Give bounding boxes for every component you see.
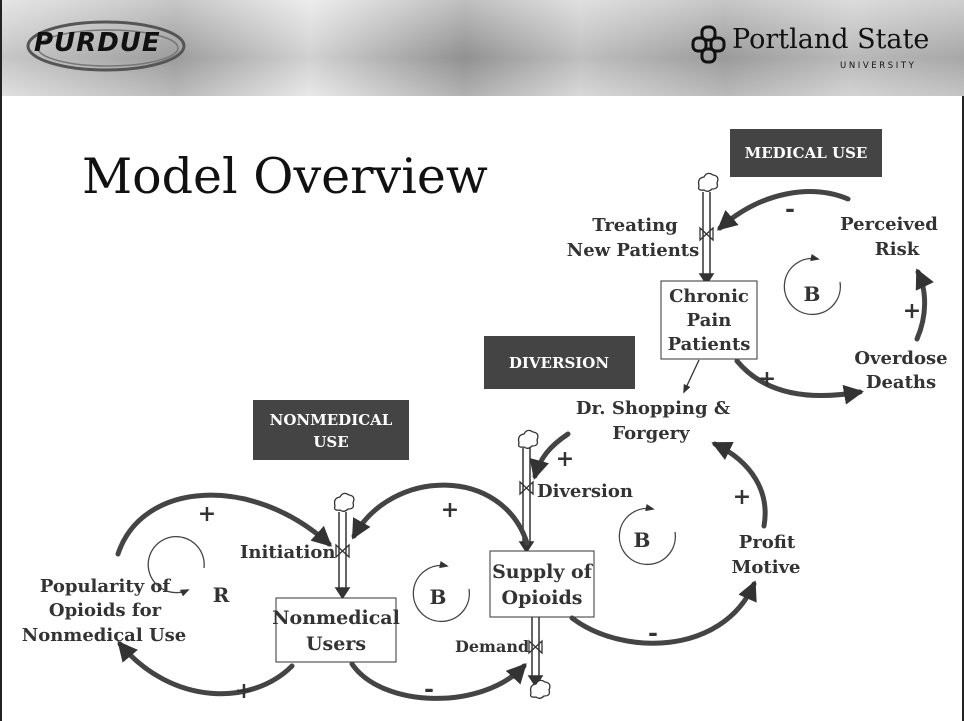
polarity-shopping-to-diversion: + [556, 446, 574, 472]
purdue-logo: PURDUE [24, 14, 194, 78]
stock-nonmedical-users: Nonmedical Users [272, 597, 400, 663]
var-profit-motive: Profit [739, 532, 796, 553]
stock-supply-of-opioids: Supply of Opioids [489, 550, 595, 618]
cloud-source-icon [333, 492, 355, 512]
var-perceived-risk: Perceived [840, 214, 938, 235]
svg-text:NONMEDICAL: NONMEDICAL [270, 411, 393, 429]
var-popularity-3: Nonmedical Use [22, 625, 186, 646]
cloud-source-icon [517, 429, 539, 449]
polarity-deaths-to-risk: + [903, 298, 921, 324]
link-users-to-demand [349, 661, 527, 701]
polarity-users-to-demand: - [424, 674, 434, 703]
causal-loop-diagram: MEDICAL USE DIVERSION NONMEDICAL USE [22, 129, 948, 704]
link-supply-to-initiation [351, 482, 530, 546]
portland-state-logo: Portland State UNIVERSITY [690, 24, 940, 80]
var-popularity-2: Opioids for [49, 600, 162, 621]
svg-text:Opioids: Opioids [502, 587, 583, 609]
var-dr-shopping: Dr. Shopping & [576, 398, 730, 419]
cloud-sink-icon [529, 679, 551, 699]
purdue-logo-swoosh-icon [26, 20, 186, 72]
link-profit-to-shopping [711, 441, 768, 529]
svg-text:MEDICAL USE: MEDICAL USE [745, 144, 868, 162]
polarity-supply-to-profit: - [648, 618, 658, 647]
polarity-patients-to-deaths: + [758, 366, 776, 392]
initiation-flow-pipe [334, 512, 351, 600]
svg-text:Users: Users [306, 633, 366, 655]
medical-use-tag: MEDICAL USE [730, 129, 882, 177]
svg-text:Supply of: Supply of [492, 561, 594, 583]
loop-medical: B [783, 253, 841, 316]
psu-crest-icon [691, 25, 726, 64]
stock-chronic-pain-patients: Chronic Pain Patients [660, 280, 758, 360]
link-risk-to-treating [716, 189, 851, 231]
svg-text:Pain: Pain [687, 310, 732, 331]
slide-title: Model Overview [82, 148, 488, 205]
svg-text:B: B [634, 528, 651, 552]
treating-valve-icon [699, 226, 714, 242]
var-overdose-deaths-2: Deaths [866, 372, 936, 393]
nonmedical-use-tag: NONMEDICAL USE [253, 400, 409, 460]
svg-text:B: B [430, 585, 447, 609]
svg-text:Chronic: Chronic [669, 286, 749, 307]
polarity-users-to-popularity: + [235, 678, 253, 704]
loop-supply: B [412, 560, 470, 623]
cloud-source-icon [697, 172, 719, 192]
svg-text:DIVERSION: DIVERSION [509, 354, 609, 372]
polarity-risk-to-treating: - [785, 194, 795, 223]
initiation-valve-icon [335, 543, 350, 559]
link-popularity-to-initiation [115, 492, 332, 557]
loop-popularity: R [147, 535, 230, 607]
polarity-supply-to-initiation: + [441, 497, 459, 523]
diversion-tag: DIVERSION [484, 336, 635, 389]
flow-label-demand: Demand [455, 637, 529, 656]
flow-label-diversion: Diversion [537, 481, 633, 502]
link-deaths-to-risk [914, 268, 934, 342]
flow-label-treating: Treating [592, 215, 678, 236]
polarity-profit-to-shopping: + [733, 484, 751, 510]
diversion-valve-icon [519, 480, 534, 496]
loop-diversion: B [618, 503, 676, 566]
svg-text:Nonmedical: Nonmedical [272, 607, 400, 629]
link-patients-to-shopping [683, 359, 700, 394]
flow-label-treating-2: New Patients [567, 240, 700, 261]
var-overdose-deaths: Overdose [854, 348, 947, 369]
polarity-popularity-to-initiation: + [198, 501, 216, 527]
treating-flow-pipe [698, 192, 715, 286]
svg-text:B: B [804, 282, 821, 306]
svg-text:R: R [213, 583, 230, 607]
var-perceived-risk-2: Risk [875, 239, 920, 260]
var-profit-motive-2: Motive [732, 557, 801, 578]
demand-valve-icon [528, 639, 543, 655]
svg-text:Patients: Patients [668, 334, 751, 355]
var-popularity: Popularity of [40, 576, 172, 597]
flow-label-initiation: Initiation [240, 542, 335, 563]
link-patients-to-deaths [734, 358, 864, 405]
demand-flow-pipe [527, 614, 544, 688]
var-dr-shopping-2: Forgery [612, 423, 690, 444]
link-supply-to-profit [569, 580, 757, 646]
link-users-to-popularity [117, 640, 295, 697]
psu-logo-sub: UNIVERSITY [840, 61, 917, 71]
psu-logo-name: Portland State [732, 24, 930, 55]
purdue-logo-text: PURDUE [34, 28, 161, 58]
slide-header: PURDUE Portland State UNIVERSITY [2, 0, 964, 96]
link-shopping-to-diversion [529, 431, 571, 480]
svg-text:USE: USE [313, 433, 348, 451]
